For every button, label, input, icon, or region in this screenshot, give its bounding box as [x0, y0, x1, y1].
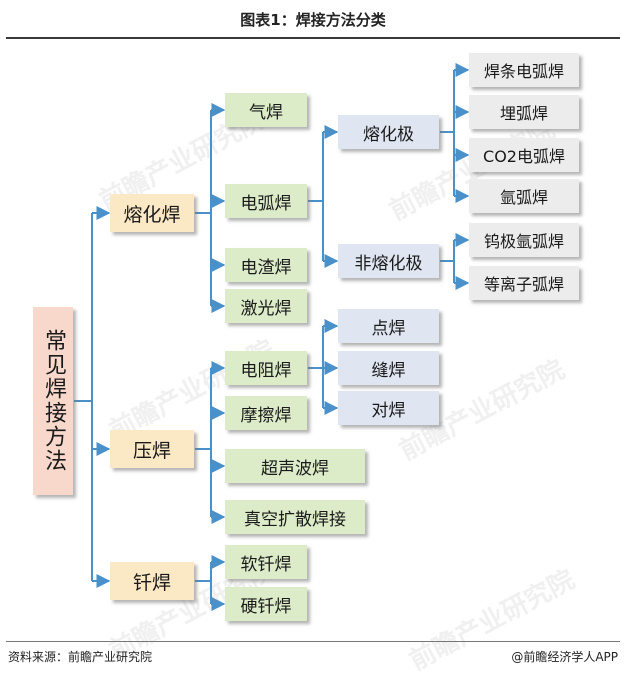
- node-tig: 钨极氩弧焊: [469, 223, 579, 257]
- node-argon-arc: 氩弧焊: [469, 179, 579, 213]
- title-rule: [6, 37, 620, 39]
- node-pressure-welding: 压焊: [110, 430, 194, 468]
- brand-credit: @前瞻经济学人APP: [511, 650, 618, 664]
- node-soft-soldering: 软钎焊: [225, 545, 307, 579]
- node-submerged-arc: 埋弧焊: [469, 95, 579, 129]
- node-resistance-welding: 电阻焊: [225, 351, 307, 385]
- node-smaw: 焊条电弧焊: [469, 53, 579, 87]
- node-electroslag-welding: 电渣焊: [225, 248, 307, 282]
- node-laser-welding: 激光焊: [225, 289, 307, 323]
- node-arc-welding: 电弧焊: [225, 184, 307, 218]
- node-ultrasonic-welding: 超声波焊: [225, 449, 365, 483]
- node-consumable-electrode: 熔化极: [338, 115, 439, 149]
- node-butt-welding: 对焊: [338, 391, 439, 425]
- node-hard-brazing: 硬钎焊: [225, 587, 307, 621]
- node-fusion-welding: 熔化焊: [110, 194, 194, 232]
- footer-rule: [6, 641, 620, 642]
- node-plasma-arc: 等离子弧焊: [469, 266, 579, 300]
- node-co2-arc: CO2电弧焊: [469, 138, 579, 172]
- node-non-consumable-electrode: 非熔化极: [338, 244, 439, 278]
- node-vacuum-diffusion-welding: 真空扩散焊接: [225, 500, 365, 534]
- figure-title: 图表1：焊接方法分类: [240, 11, 386, 29]
- node-spot-welding: 点焊: [338, 309, 439, 343]
- source-note: 资料来源：前瞻产业研究院: [8, 650, 153, 664]
- node-brazing: 钎焊: [110, 562, 194, 600]
- node-root-common-welding-methods: 常见焊接方法: [33, 307, 73, 495]
- node-gas-welding: 气焊: [225, 93, 307, 127]
- node-friction-welding: 摩擦焊: [225, 396, 307, 430]
- node-seam-welding: 缝焊: [338, 351, 439, 385]
